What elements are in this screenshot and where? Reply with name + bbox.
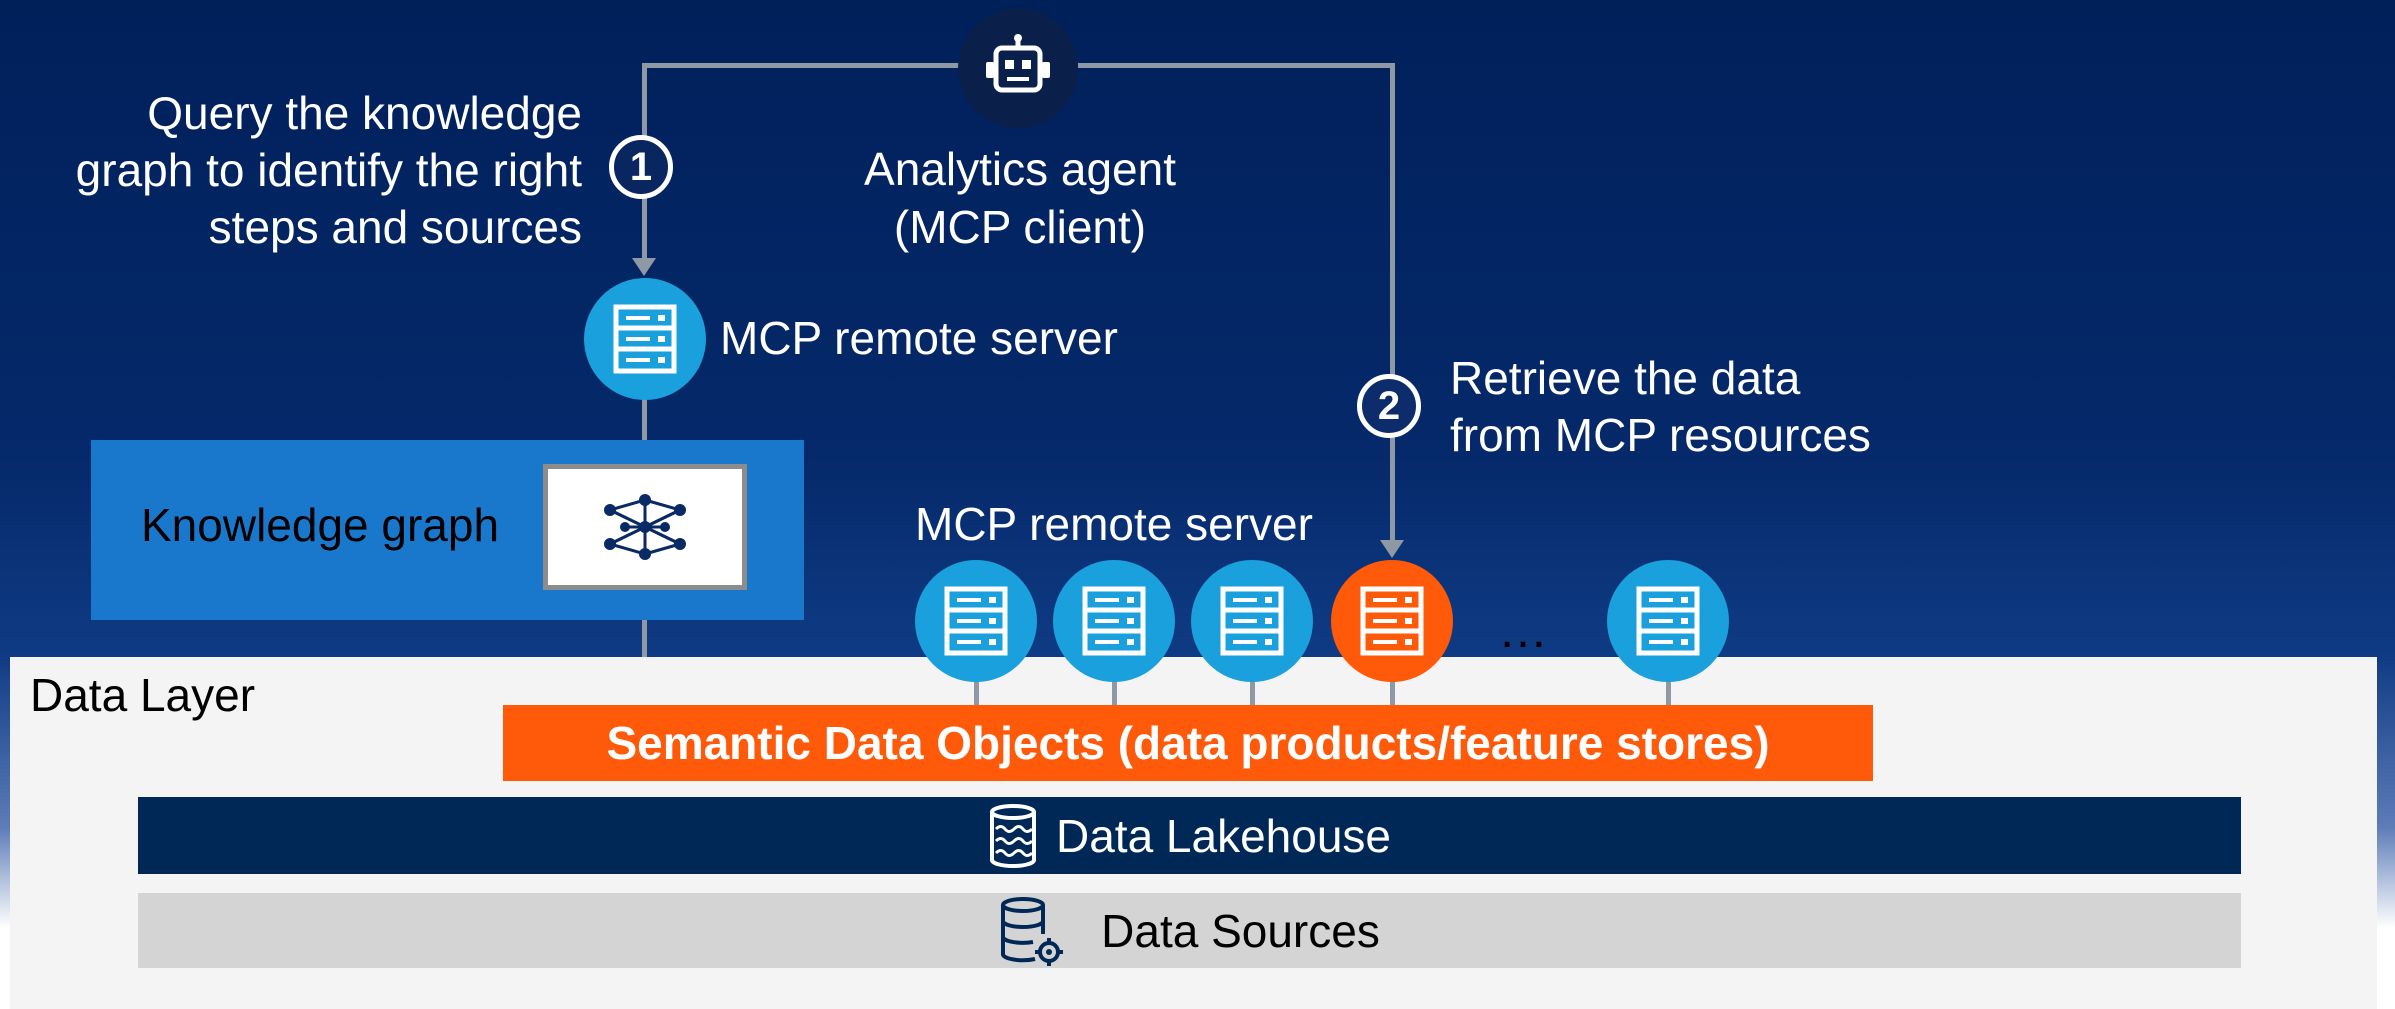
knowledge-graph-label: Knowledge graph: [141, 499, 500, 551]
connector-graph-to-semantic: [642, 585, 647, 705]
knowledge-graph-box[interactable]: [543, 464, 747, 590]
kg-server-label: MCP remote server: [720, 312, 1118, 364]
step2-line2: from MCP resources: [1450, 409, 1871, 461]
agent-title-line2: (MCP client): [893, 201, 1147, 253]
server-icon: [1082, 586, 1146, 656]
resource-server-1[interactable]: [915, 560, 1037, 682]
step2-line1: Retrieve the data: [1450, 352, 1801, 404]
arrow-to-resource-server: [1380, 540, 1404, 558]
database-settings-icon: [1001, 896, 1064, 966]
step1-line2: graph to identify the right: [75, 144, 582, 196]
server5-stub: [1666, 680, 1671, 705]
server1-stub: [974, 680, 979, 705]
server-icon: [1636, 586, 1700, 656]
step1-description: Query the knowledge graph to identify th…: [20, 85, 582, 256]
kg-mcp-server[interactable]: [584, 278, 706, 400]
server4-stub: [1390, 680, 1395, 705]
step2-badge: 2: [1357, 374, 1421, 438]
data-lakehouse-label: Data Lakehouse: [1055, 809, 1392, 862]
resource-server-2[interactable]: [1053, 560, 1175, 682]
data-lakehouse-bar[interactable]: Data Lakehouse: [138, 797, 2241, 874]
resource-servers-label: MCP remote server: [915, 498, 1313, 550]
resource-server-4-selected[interactable]: [1331, 560, 1453, 682]
connector-agent-right: [1078, 63, 1395, 68]
server-icon: [1220, 586, 1284, 656]
step1-badge: 1: [609, 135, 673, 199]
semantic-data-objects-bar[interactable]: Semantic Data Objects (data products/fea…: [503, 705, 1873, 781]
agent-title-line1: Analytics agent: [864, 143, 1176, 195]
lakehouse-icon: [989, 803, 1036, 868]
agent-title: Analytics agent (MCP client): [800, 140, 1240, 256]
server3-stub: [1250, 680, 1255, 705]
data-layer-label: Data Layer: [30, 669, 256, 721]
agent-node[interactable]: [958, 8, 1078, 128]
knowledge-graph-panel[interactable]: Knowledge graph: [91, 440, 804, 620]
step1-line1: Query the knowledge: [147, 87, 582, 139]
connector-step2-down: [1390, 63, 1395, 546]
network-graph-icon: [604, 494, 686, 560]
step2-description: Retrieve the data from MCP resources: [1450, 350, 2150, 464]
resource-server-5[interactable]: [1607, 560, 1729, 682]
server-icon: [613, 304, 677, 374]
more-servers-ellipsis: …: [1498, 602, 1548, 658]
connector-kg-server-to-graph: [642, 395, 647, 465]
resource-server-3[interactable]: [1191, 560, 1313, 682]
semantic-data-objects-label: Semantic Data Objects (data products/fea…: [606, 717, 1770, 769]
data-sources-bar[interactable]: Data Sources: [138, 893, 2241, 968]
robot-icon: [986, 34, 1050, 93]
connector-agent-left: [642, 63, 960, 68]
server-icon: [944, 586, 1008, 656]
step1-line3: steps and sources: [208, 201, 582, 253]
server2-stub: [1112, 680, 1117, 705]
arrow-to-kg-server: [632, 258, 656, 276]
data-sources-label: Data Sources: [1101, 904, 1380, 957]
server-icon: [1360, 586, 1424, 656]
